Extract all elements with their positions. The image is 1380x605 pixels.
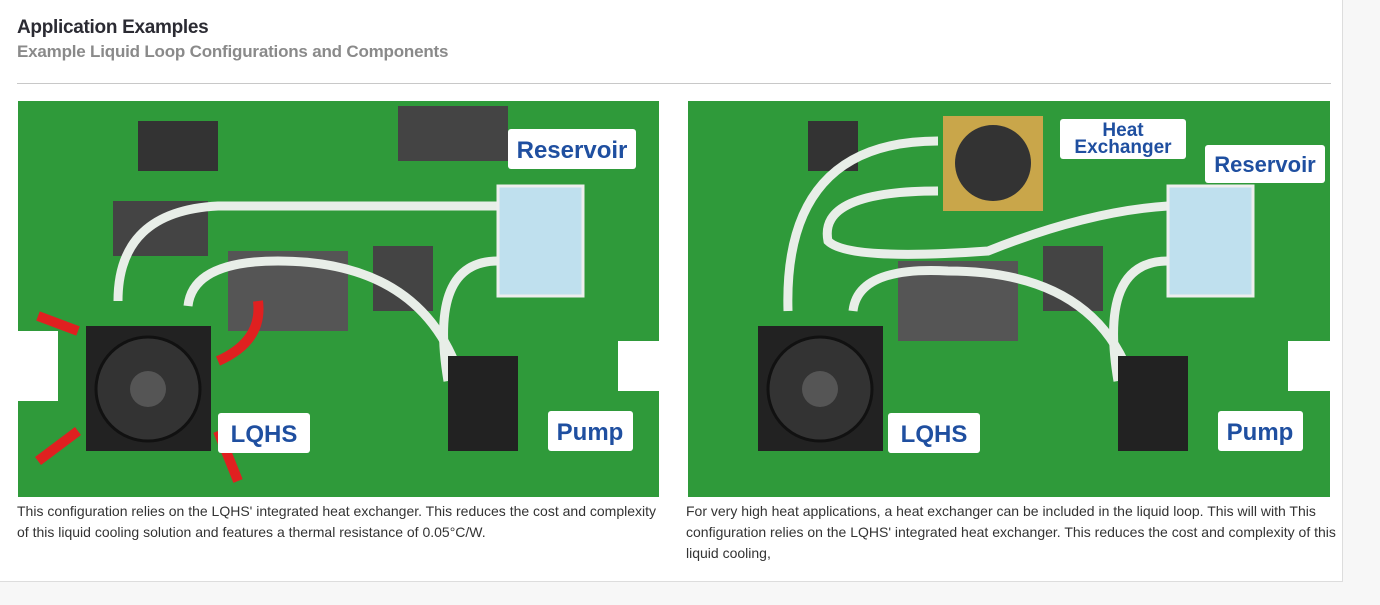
example-2-caption: For very high heat applications, a heat … xyxy=(686,503,1336,561)
pump-label: Pump xyxy=(557,419,624,446)
example-1-image: Reservoir LQHS Pump xyxy=(18,101,659,497)
section-title: Application Examples xyxy=(17,17,209,38)
lqhs-label: LQHS xyxy=(901,421,968,448)
heat-exchanger-label-line2: Exchanger xyxy=(1074,137,1172,158)
application-examples-card: Application Examples Example Liquid Loop… xyxy=(0,0,1343,582)
pump-label: Pump xyxy=(1227,419,1294,446)
example-1-caption: This configuration relies on the LQHS' i… xyxy=(17,503,656,540)
reservoir-label: Reservoir xyxy=(1214,152,1316,177)
section-subtitle: Example Liquid Loop Configurations and C… xyxy=(17,42,449,61)
heat-exchanger-label-line1: Heat xyxy=(1102,120,1144,141)
lqhs-label: LQHS xyxy=(231,421,298,448)
divider xyxy=(17,83,1331,84)
reservoir-label: Reservoir xyxy=(517,137,628,164)
example-2-image: Heat Exchanger Reservoir LQHS Pump xyxy=(688,101,1330,497)
